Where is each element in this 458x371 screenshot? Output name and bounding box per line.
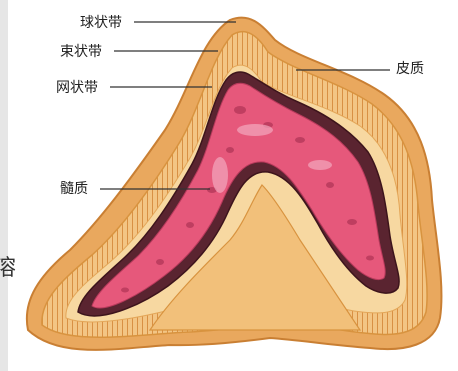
label-zona-fasciculata: 束状带 [60, 44, 218, 60]
svg-text:球状带: 球状带 [80, 15, 122, 31]
svg-text:束状带: 束状带 [60, 44, 102, 60]
svg-text:网状带: 网状带 [56, 80, 98, 96]
label-zona-glomerulosa: 球状带 [80, 15, 236, 31]
svg-text:皮质: 皮质 [396, 61, 424, 77]
svg-text:髓质: 髓质 [60, 181, 88, 197]
